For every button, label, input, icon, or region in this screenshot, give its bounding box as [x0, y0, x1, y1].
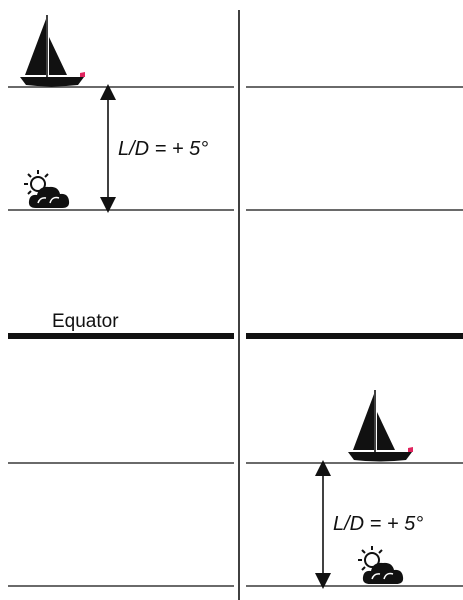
equator-label: Equator — [52, 311, 119, 332]
equator-band-right — [246, 333, 463, 339]
equator-band-left — [8, 333, 234, 339]
sailboat-icon — [347, 389, 414, 463]
sun-behind-cloud-icon — [357, 545, 405, 585]
right-ld-label: L/D = + 5° — [333, 513, 423, 535]
sailboat-icon — [19, 14, 86, 88]
left-ld-label: L/D = + 5° — [118, 138, 208, 160]
sun-behind-cloud-icon — [23, 169, 71, 209]
